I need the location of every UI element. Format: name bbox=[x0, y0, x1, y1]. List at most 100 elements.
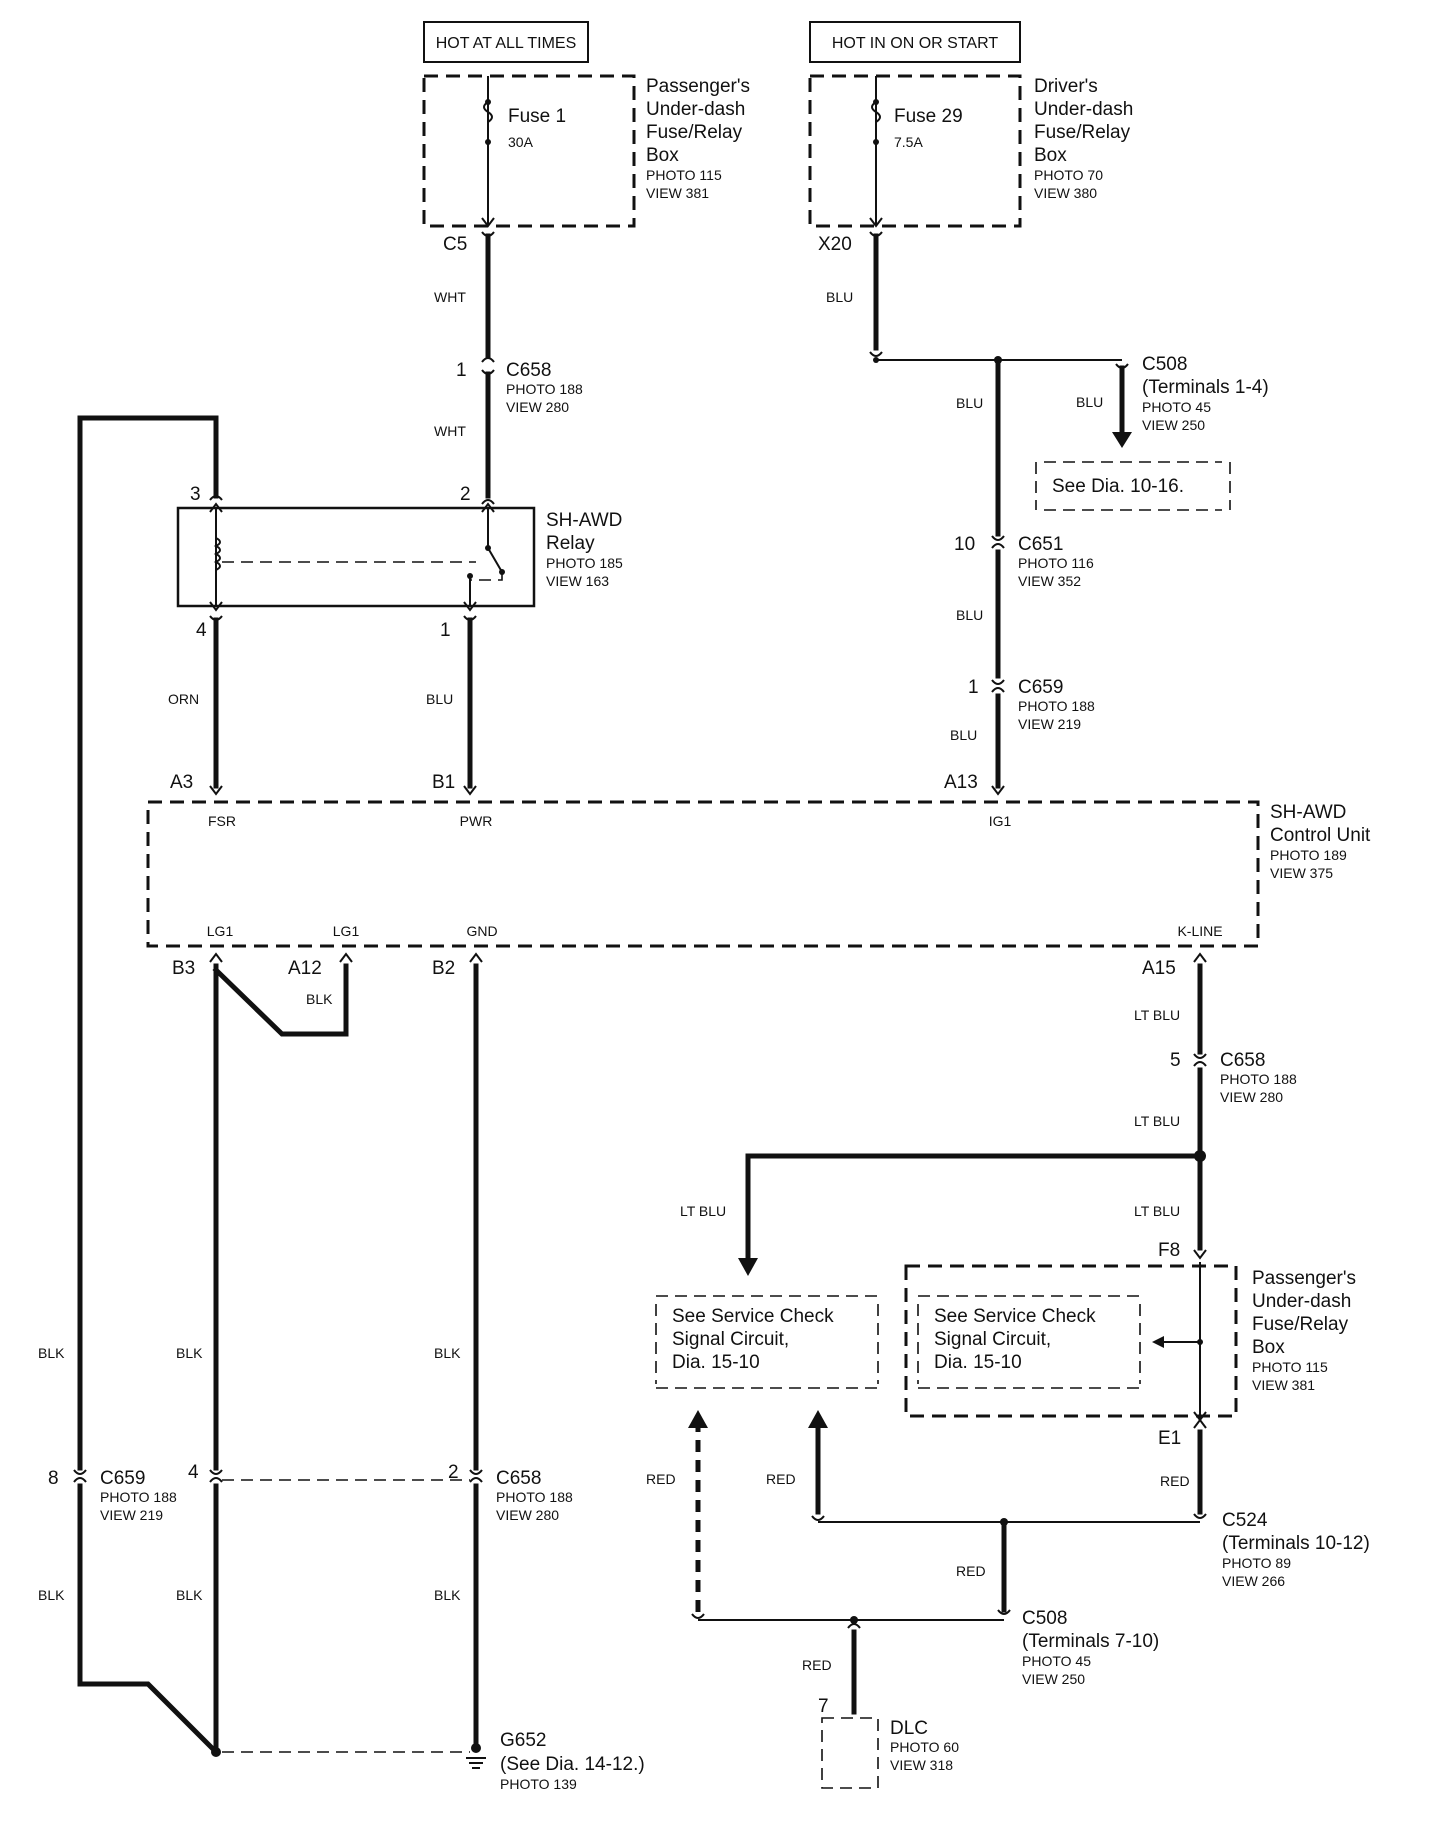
relay-pin-2: 2 bbox=[460, 484, 471, 505]
dlc-connector: 7 DLC PHOTO 60 VIEW 318 bbox=[818, 1696, 959, 1789]
pass-box2-title-3: Fuse/Relay bbox=[1252, 1314, 1349, 1335]
g652-see: (See Dia. 14-12.) bbox=[500, 1754, 645, 1775]
c659-bottom-pin: 8 bbox=[48, 1468, 59, 1489]
connector-c524: C524 (Terminals 10-12) PHOTO 89 VIEW 266 bbox=[1222, 1510, 1370, 1589]
c508-bottom-view: VIEW 250 bbox=[1022, 1671, 1085, 1687]
relay-pin-1: 1 bbox=[440, 620, 451, 641]
c524-view: VIEW 266 bbox=[1222, 1573, 1285, 1589]
fuse-29-rating: 7.5A bbox=[894, 134, 923, 150]
wire-label-red-1: RED bbox=[1160, 1473, 1190, 1489]
cu-pin-a12: A12 bbox=[288, 958, 322, 979]
connector-c508-bottom: C508 (Terminals 7-10) PHOTO 45 VIEW 250 bbox=[1022, 1608, 1159, 1687]
c658-bottom-pin: 2 bbox=[448, 1462, 459, 1483]
c658-top-view: VIEW 280 bbox=[506, 399, 569, 415]
service-check-left-2: Signal Circuit, bbox=[672, 1329, 789, 1350]
wire-label-ltblu-2: LT BLU bbox=[1134, 1113, 1180, 1129]
service-check-right-1: See Service Check bbox=[934, 1306, 1096, 1327]
service-check-left-3: Dia. 15-10 bbox=[672, 1352, 760, 1373]
g652-name: G652 bbox=[500, 1730, 546, 1751]
connector-c651: 10 C651 PHOTO 116 VIEW 352 bbox=[954, 534, 1094, 589]
cu-term-lg1-1: LG1 bbox=[207, 923, 234, 939]
c508-bottom-name: C508 bbox=[1022, 1608, 1067, 1629]
service-check-left-1: See Service Check bbox=[672, 1306, 834, 1327]
relay-photo: PHOTO 185 bbox=[546, 555, 623, 571]
c651-pin: 10 bbox=[954, 534, 975, 555]
hot-in-on-or-start-label: HOT IN ON OR START bbox=[809, 21, 1021, 63]
wire-label-blk-a12: BLK bbox=[306, 991, 333, 1007]
hot-in-on-or-start-text: HOT IN ON OR START bbox=[832, 35, 998, 52]
relay-title-1: SH-AWD bbox=[546, 510, 622, 531]
wire-blk-lg1: BLK BLK BLK bbox=[176, 952, 353, 1757]
c658-right-photo: PHOTO 188 bbox=[1220, 1071, 1297, 1087]
cu-term-ig1: IG1 bbox=[989, 813, 1012, 829]
wire-label-blu-2: BLU bbox=[1076, 394, 1103, 410]
wire-label-blk-lg1-1: BLK bbox=[176, 1345, 203, 1361]
wire-label-ltblu-3: LT BLU bbox=[1134, 1203, 1180, 1219]
c508-bottom-photo: PHOTO 45 bbox=[1022, 1653, 1091, 1669]
c524-terminals: (Terminals 10-12) bbox=[1222, 1533, 1370, 1554]
cu-pin-b1: B1 bbox=[432, 772, 455, 793]
cu-term-pwr: PWR bbox=[460, 813, 493, 829]
pass-box-title-2: Under-dash bbox=[646, 99, 745, 120]
wire-label-blu-relay: BLU bbox=[426, 691, 453, 707]
driver-fuse-box: Fuse 29 7.5A Driver's Under-dash Fuse/Re… bbox=[808, 74, 1133, 255]
fuse-1-rating: 30A bbox=[508, 134, 534, 150]
wire-orn: ORN bbox=[168, 615, 223, 796]
c659-bottom-name: C659 bbox=[100, 1468, 145, 1489]
dlc-name: DLC bbox=[890, 1718, 928, 1739]
pass-box-title-3: Fuse/Relay bbox=[646, 122, 743, 143]
cu-term-gnd: GND bbox=[466, 923, 497, 939]
see-dia-10-16: See Dia. 10-16. bbox=[1052, 476, 1184, 497]
service-check-box-left: See Service Check Signal Circuit, Dia. 1… bbox=[655, 1295, 879, 1389]
pass-box-photo: PHOTO 115 bbox=[646, 167, 722, 183]
c524-name: C524 bbox=[1222, 1510, 1268, 1531]
driver-box-photo: PHOTO 70 bbox=[1034, 167, 1103, 183]
dlc-pin: 7 bbox=[818, 1696, 829, 1717]
wire-lt-blu: LT BLU LT BLU LT BLU LT BLU bbox=[680, 952, 1207, 1276]
c508-top-view: VIEW 250 bbox=[1142, 417, 1205, 433]
relay-coil-icon bbox=[213, 537, 221, 571]
cu-pin-a13: A13 bbox=[944, 772, 978, 793]
wire-label-red-4: RED bbox=[956, 1563, 986, 1579]
c659-bottom-pin2: 4 bbox=[188, 1462, 199, 1483]
connector-c658-bottom: 2 C658 PHOTO 188 VIEW 280 bbox=[448, 1462, 573, 1523]
wire-label-ltblu-4: LT BLU bbox=[680, 1203, 726, 1219]
wire-label-wht-1: WHT bbox=[434, 289, 466, 305]
wire-label-blk-left-1: BLK bbox=[38, 1345, 65, 1361]
connector-c658-top: 1 C658 PHOTO 188 VIEW 280 bbox=[456, 360, 583, 415]
c658-top-pin: 1 bbox=[456, 360, 467, 381]
wire-label-blu-5: BLU bbox=[950, 727, 977, 743]
driver-box-title-4: Box bbox=[1034, 145, 1067, 166]
dlc-view: VIEW 318 bbox=[890, 1757, 953, 1773]
wire-label-red-2: RED bbox=[766, 1471, 796, 1487]
service-check-right-2: Signal Circuit, bbox=[934, 1329, 1051, 1350]
cu-pin-a15: A15 bbox=[1142, 958, 1176, 979]
cu-term-lg1-2: LG1 bbox=[333, 923, 360, 939]
c658-top-name: C658 bbox=[506, 360, 551, 381]
relay-pin-4: 4 bbox=[196, 620, 207, 641]
cu-term-fsr: FSR bbox=[208, 813, 236, 829]
g652-photo: PHOTO 139 bbox=[500, 1776, 577, 1792]
sh-awd-control-unit: A3 B1 A13 FSR PWR IG1 LG1 LG1 GND K-LINE… bbox=[146, 772, 1371, 979]
cu-pin-a3: A3 bbox=[170, 772, 193, 793]
wire-label-blk-lg1-2: BLK bbox=[176, 1587, 203, 1603]
c508-top-photo: PHOTO 45 bbox=[1142, 399, 1211, 415]
pass-box2-pin-f8: F8 bbox=[1158, 1240, 1180, 1261]
pass-box-title-1: Passenger's bbox=[646, 76, 750, 97]
driver-box-title-1: Driver's bbox=[1034, 76, 1098, 97]
wire-blk-gnd: BLK BLK bbox=[434, 952, 486, 1769]
cu-photo: PHOTO 189 bbox=[1270, 847, 1347, 863]
pass-box2-photo: PHOTO 115 bbox=[1252, 1359, 1328, 1375]
c659-top-name: C659 bbox=[1018, 677, 1063, 698]
dlc-photo: PHOTO 60 bbox=[890, 1739, 959, 1755]
cu-term-kline: K-LINE bbox=[1177, 923, 1222, 939]
c658-bottom-view: VIEW 280 bbox=[496, 1507, 559, 1523]
hot-at-all-times-text: HOT AT ALL TIMES bbox=[436, 35, 577, 52]
connector-c5: C5 bbox=[443, 234, 467, 255]
ground-g652: G652 (See Dia. 14-12.) PHOTO 139 bbox=[500, 1730, 645, 1792]
wire-label-orn: ORN bbox=[168, 691, 199, 707]
pass-box-title-4: Box bbox=[646, 145, 679, 166]
passenger-fuse-box-2: See Service Check Signal Circuit, Dia. 1… bbox=[904, 1240, 1356, 1449]
connector-c508-top: C508 (Terminals 1-4) PHOTO 45 VIEW 250 S… bbox=[1035, 354, 1269, 511]
